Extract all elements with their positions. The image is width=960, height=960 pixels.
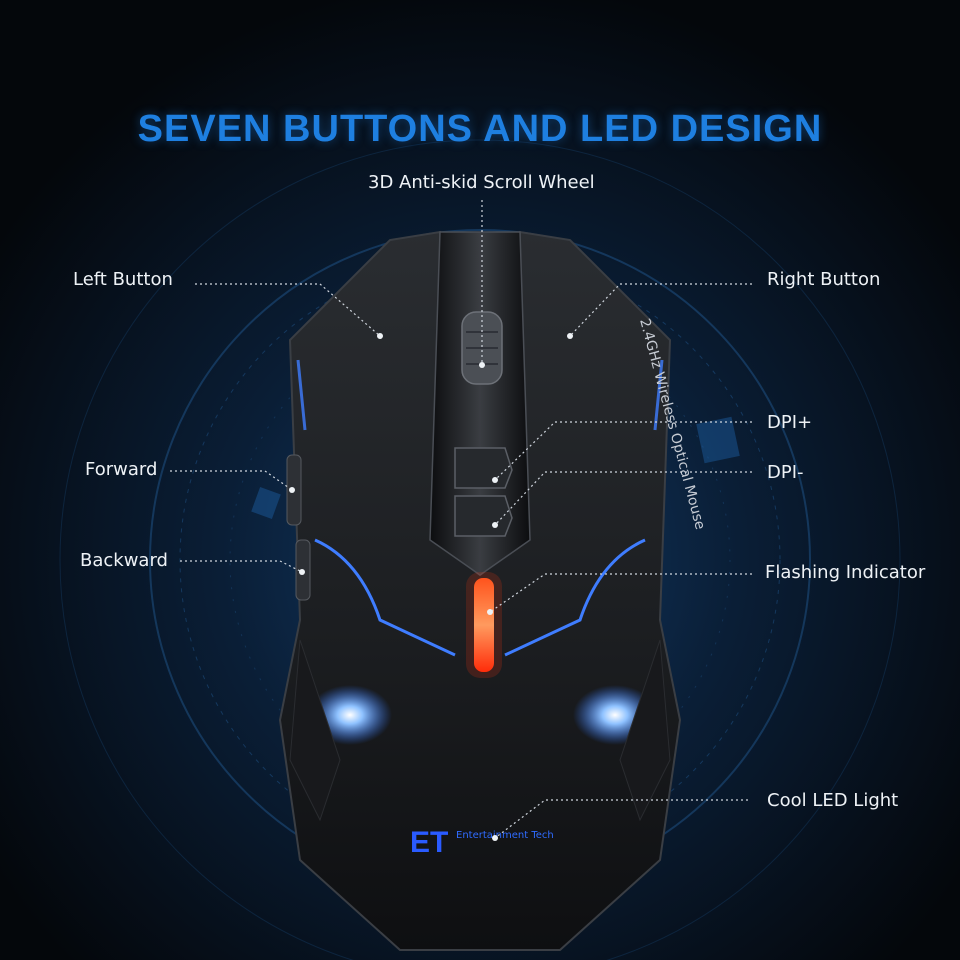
flashing-indicator-led [474,578,494,672]
brand-name: Entertainment Tech [456,830,554,841]
dpi-plus-button [454,447,513,489]
callout-dots [289,333,573,841]
label-dpi-plus: DPI+ [767,412,813,433]
label-dpi-minus: DPI- [767,462,804,483]
callout-lines [170,200,752,839]
dpi-minus-button [454,495,513,537]
label-forward: Forward [85,459,158,480]
label-right-button: Right Button [767,269,881,290]
label-cool-led-light: Cool LED Light [767,790,899,811]
mouse-body [278,230,682,951]
label-left-button: Left Button [73,269,173,290]
label-scroll-wheel: 3D Anti-skid Scroll Wheel [368,172,595,193]
page-title: SEVEN BUTTONS AND LED DESIGN [137,108,823,150]
label-flashing-indicator: Flashing Indicator [765,562,926,583]
label-backward: Backward [80,550,168,571]
brand-logo: ET [410,826,448,859]
